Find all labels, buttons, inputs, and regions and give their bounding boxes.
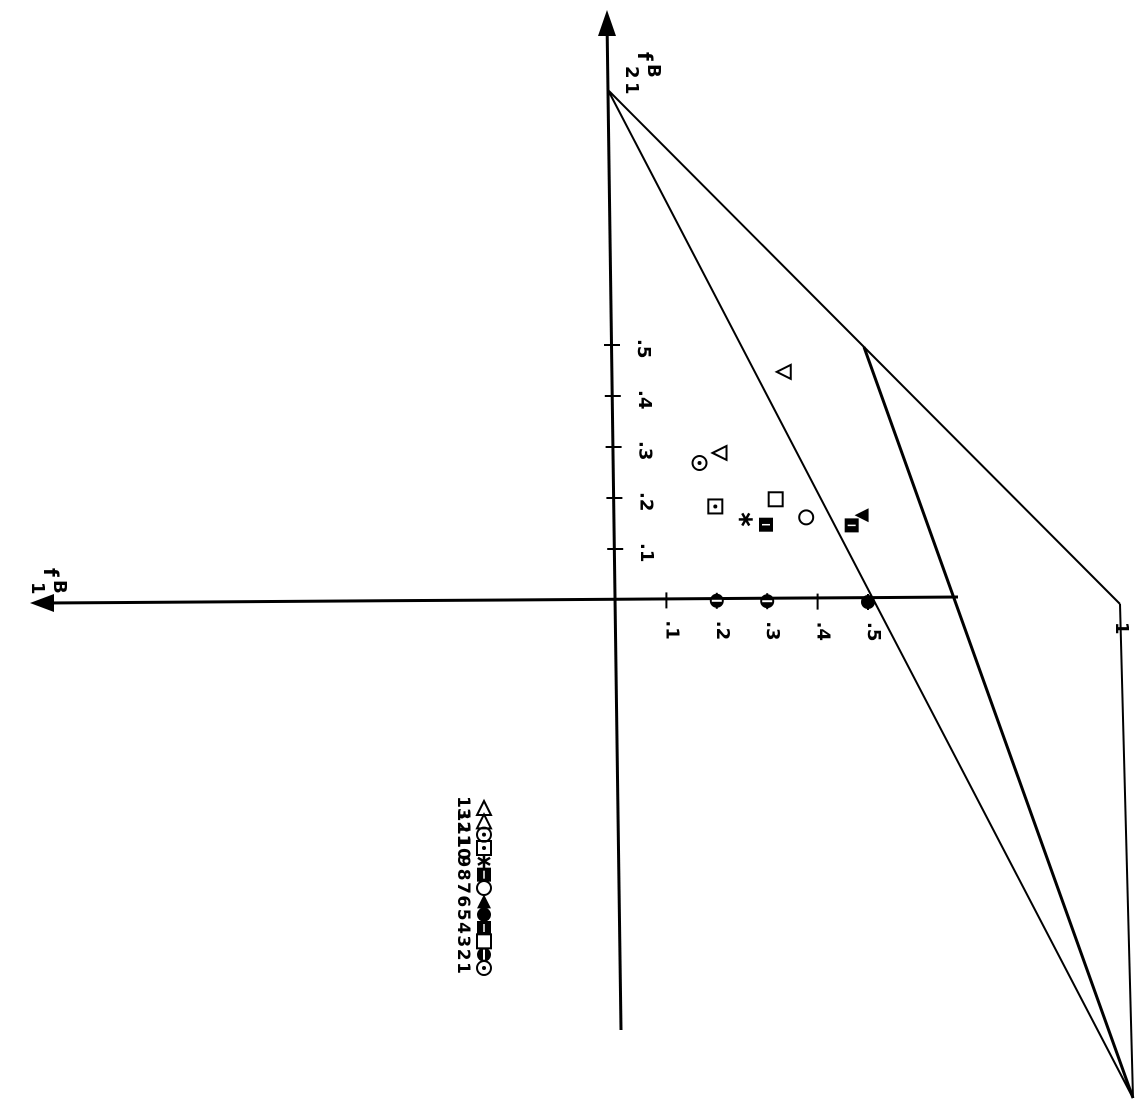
square-outline — [767, 491, 784, 508]
legend-marker-1 — [476, 960, 492, 976]
legend-label-8: 8 — [453, 869, 473, 881]
legend-label-10: 10 — [453, 836, 473, 860]
triangle-fill — [854, 508, 869, 523]
legend-label-2: 2 — [453, 949, 473, 961]
circle-outline — [798, 509, 815, 526]
square-outline — [476, 933, 492, 950]
legend-label-1: 1 — [453, 962, 473, 974]
f2-tick-label: .2 — [635, 492, 656, 511]
f1-axis-label-sup: B — [49, 580, 70, 594]
f1-tick-label: .5 — [863, 622, 884, 641]
f1-axis-label-sub: 1 — [27, 582, 48, 595]
asterisk-stroke — [741, 512, 751, 527]
f1-end-tick-label: 1 — [1111, 622, 1132, 635]
circle-fill — [861, 595, 875, 609]
f2-axis — [605, 19, 623, 1031]
axis-point-5 — [861, 595, 875, 609]
legend-marker-5 — [477, 907, 491, 922]
legend-label-11: 11 — [453, 823, 473, 847]
legend-marker-6 — [477, 894, 491, 909]
triangle-outline — [710, 444, 728, 462]
legend-marker-8 — [477, 867, 491, 882]
legend-marker-2 — [477, 947, 491, 962]
legend-marker-12 — [475, 812, 493, 830]
circle-fill — [477, 907, 491, 922]
point-3 — [767, 491, 784, 508]
f2-tick-label: .3 — [635, 441, 656, 460]
triangle-outline — [774, 363, 792, 381]
f2-tick-label: .1 — [636, 543, 657, 562]
point-4 — [759, 517, 773, 532]
legend-label-3: 3 — [453, 935, 473, 947]
legend-label-4: 4 — [453, 922, 473, 934]
axis-point-2 — [709, 593, 724, 608]
legend-marker-9 — [477, 854, 491, 869]
circle-center — [697, 460, 702, 465]
square-dot — [713, 504, 718, 509]
axis-point-1 — [760, 594, 775, 609]
f1-tick-label: .4 — [813, 622, 834, 641]
f2-tick-label: .4 — [634, 390, 655, 409]
f1-tick-label: .1 — [661, 620, 682, 639]
f2-axis-label-sup: B — [643, 64, 664, 78]
f1-axis-label-text: f — [39, 568, 63, 577]
triangle-outline — [475, 812, 493, 830]
axis-ticks: .5 .4 .3 .2 .1 1 .1 .2 .3 .4 .5 1 — [604, 82, 1132, 641]
f2-end-tick-label: 1 — [621, 82, 642, 95]
point-8 — [844, 518, 859, 533]
circle-outline — [476, 880, 492, 896]
legend-marker-13 — [475, 798, 493, 816]
point-11 — [691, 454, 708, 471]
f2-axis-label: fB2 — [621, 52, 664, 79]
circle-center — [482, 832, 486, 837]
triangle-outline — [475, 798, 493, 816]
legend-label-5: 5 — [453, 909, 473, 921]
f1-axis — [44, 595, 959, 605]
f1-arrowhead — [30, 594, 54, 612]
triangle-fill — [477, 894, 491, 909]
point-10 — [707, 498, 724, 515]
point-9 — [738, 512, 753, 527]
legend-marker-7 — [476, 880, 492, 896]
edge-f1-corner — [1119, 603, 1134, 1099]
point-7 — [798, 509, 815, 526]
legend-marker-4 — [477, 921, 491, 935]
point-6 — [854, 508, 869, 523]
legend-label-9: 9 — [453, 855, 473, 867]
legend-label-7: 7 — [453, 882, 473, 894]
f1-axis-label: fB1 — [27, 568, 70, 595]
legend-marker-10 — [476, 840, 492, 856]
f1-tick-label: .2 — [712, 621, 733, 640]
legend-marker-3 — [476, 933, 492, 950]
legend-label-6: 6 — [453, 895, 473, 907]
diagram-lines — [30, 10, 1135, 1099]
square-dot — [482, 846, 486, 850]
circle-outline — [691, 454, 708, 471]
legend-marker-11 — [476, 826, 492, 843]
legend-label-12: 12 — [453, 809, 473, 833]
point-12 — [710, 444, 728, 462]
data-points — [691, 363, 875, 609]
f2-arrowhead — [598, 10, 616, 36]
diagonal-line — [862, 346, 1135, 1099]
f2-axis-label-sub: 2 — [621, 66, 642, 79]
point-13 — [774, 363, 792, 381]
f2-tick-label: .5 — [633, 339, 654, 358]
asterisk-stroke — [477, 856, 491, 866]
f1-tick-label: .3 — [762, 621, 783, 640]
square-outline — [707, 498, 724, 515]
edge-f2-corner — [607, 89, 1134, 1099]
legend-label-13: 13 — [453, 796, 473, 820]
circle-center — [482, 966, 486, 970]
f2-axis-label-text: f — [633, 52, 657, 61]
